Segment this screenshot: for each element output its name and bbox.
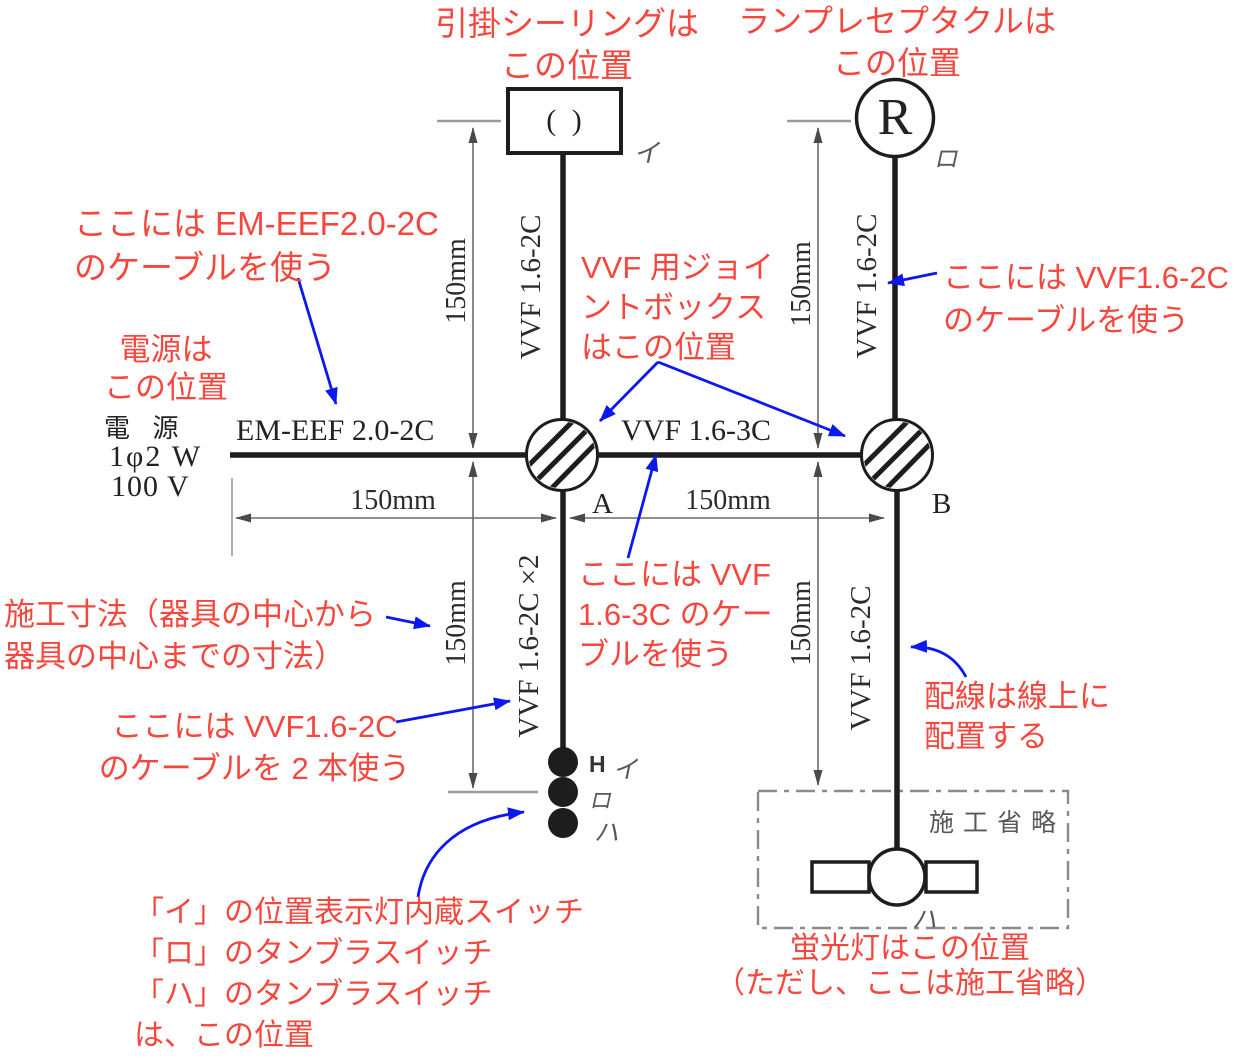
switch-group: [548, 747, 578, 838]
dim150-label-horizontal-right: 150mm: [685, 485, 771, 516]
note-power: 電源は この位置: [91, 331, 241, 407]
junction-a-label: A: [592, 488, 613, 520]
note-joint-box-line1: VVF 用ジョイ: [581, 250, 774, 285]
omitted-work-label: 施工省略: [929, 810, 1066, 837]
arrow-joint-box-b: [657, 360, 846, 438]
dim150-label-horizontal-left: 150mm: [350, 485, 436, 516]
arrow-vvf162-right: [887, 271, 938, 287]
vvf162-label-bottom-right: VVF 1.6-2C: [845, 585, 877, 731]
note-ceiling-line2: この位置: [501, 47, 633, 84]
junction-box-a: [525, 418, 599, 492]
vvf162-x2-label: VVF 1.6-2C ×2: [513, 554, 545, 738]
arrow-joint-box-a: [599, 361, 659, 422]
power-voltage-label: 100 V: [111, 470, 190, 503]
lamp-receptacle-symbol: [854, 77, 936, 159]
dimension-lines: [231, 119, 885, 794]
note-switches-line3: 「ハ」のタンブラスイッチ: [134, 978, 493, 1011]
omitted-work-box: [756, 789, 1070, 930]
note-wiring: 配線は線上に 配置する: [924, 677, 1110, 757]
note-wiring-line1: 配線は線上に: [924, 679, 1110, 714]
dim150-label-top-left: 150mm: [441, 238, 472, 324]
ceiling-rosette-symbol: [506, 87, 623, 155]
note-receptacle-line2: この位置: [832, 45, 961, 81]
note-vvf162-x2: ここには VVF1.6-2C のケーブルを 2 本使う: [82, 706, 427, 790]
fluorescent-body: [867, 847, 927, 907]
note-joint-box-line2: ントボックス: [581, 290, 767, 325]
note-vvf162-right-line1: ここには VVF1.6-2C: [943, 260, 1229, 295]
junction-box-b-hatch: [863, 421, 931, 489]
arrow-em-eef: [296, 277, 338, 405]
arrow-wiring-note: [910, 639, 968, 678]
arrow-vvf163: [626, 454, 659, 559]
arrow-dimension-note: [385, 615, 431, 630]
dim150-label-bottom-left: 150mm: [441, 580, 472, 666]
receptacle-r-glyph: R: [877, 89, 913, 146]
note-fluorescent: 蛍光灯はこの位置 （ただし、ここは施工省略）: [695, 931, 1125, 1001]
note-dimension-line1: 施工寸法（器具の中心から: [4, 597, 376, 632]
fluorescent-light-symbol: [810, 847, 979, 907]
note-ceiling: 引掛シーリングは この位置: [417, 3, 717, 87]
note-wiring-line2: 配置する: [924, 719, 1048, 754]
note-switches: 「イ」の位置表示灯内蔵スイッチ 「ロ」のタンブラスイッチ 「ハ」のタンブラスイッ…: [134, 892, 584, 1056]
vvf163-cable-label: VVF 1.6-3C: [621, 414, 772, 447]
power-source-label: 電 源: [104, 414, 187, 443]
dim150-label-top-right: 150mm: [786, 241, 817, 327]
note-em-eef-line2: のケーブルを使う: [74, 249, 337, 286]
note-vvf163-line1: ここには VVF: [578, 557, 771, 592]
junction-b-label: B: [932, 488, 952, 520]
vvf162-label-top-left: VVF 1.6-2C: [515, 214, 547, 360]
note-vvf162-right-line2: のケーブルを使う: [943, 303, 1190, 338]
note-receptacle-line1: ランプレセプタクルは: [737, 3, 1057, 39]
note-vvf162-right: ここには VVF1.6-2C のケーブルを使う: [943, 256, 1229, 342]
note-vvf163-line3: ブルを使う: [578, 637, 733, 672]
note-switches-line1: 「イ」の位置表示灯内蔵スイッチ: [134, 896, 584, 929]
switch-ro: [548, 777, 578, 807]
note-switches-line4: は、この位置: [134, 1019, 314, 1052]
note-vvf162-x2-line1: ここには VVF1.6-2C: [111, 709, 398, 744]
junction-box-b: [860, 418, 934, 492]
note-vvf162-x2-line2: のケーブルを 2 本使う: [98, 751, 411, 786]
note-dimension: 施工寸法（器具の中心から 器具の中心までの寸法）: [4, 594, 376, 678]
power-phase-label: 1φ2 W: [109, 440, 203, 473]
pilot-lamp-h-label: H: [589, 751, 606, 777]
note-fluorescent-line2: （ただし、ここは施工省略）: [715, 967, 1105, 1000]
note-em-eef: ここには EM-EEF2.0-2C のケーブルを使う: [74, 202, 439, 290]
note-em-eef-line1: ここには EM-EEF2.0-2C: [74, 205, 439, 242]
note-power-line2: この位置: [104, 370, 228, 405]
note-fluorescent-line1: 蛍光灯はこの位置: [790, 932, 1030, 965]
fluorescent-right-arm: [924, 860, 979, 894]
switch-ha: [548, 808, 578, 838]
em-eef-cable-label: EM-EEF 2.0-2C: [236, 414, 435, 447]
note-dimension-line2: 器具の中心までの寸法）: [4, 639, 345, 674]
rosette-glyph: ( ): [546, 104, 586, 137]
dim150-label-bottom-right: 150mm: [786, 580, 817, 666]
fluorescent-left-arm: [810, 860, 871, 894]
note-ceiling-line1: 引掛シーリングは: [435, 5, 699, 42]
note-switches-line2: 「ロ」のタンブラスイッチ: [134, 937, 493, 970]
cable-lines: [230, 153, 900, 851]
junction-box-a-hatch: [528, 421, 596, 489]
note-vvf163: ここには VVF 1.6-3C のケー ブルを使う: [578, 555, 773, 675]
switch-i-pilot: [548, 747, 578, 777]
vvf162-label-top-right: VVF 1.6-2C: [851, 213, 883, 359]
note-joint-box-line3: はこの位置: [581, 330, 736, 365]
note-joint-box: VVF 用ジョイ ントボックス はこの位置: [581, 248, 774, 368]
arrow-vvf162-x2: [395, 697, 511, 724]
note-vvf163-line2: 1.6-3C のケー: [578, 597, 773, 632]
note-power-line1: 電源は: [119, 332, 213, 367]
note-receptacle: ランプレセプタクルは この位置: [732, 0, 1062, 84]
arrow-switches: [416, 807, 525, 898]
annotation-arrows: [296, 271, 968, 898]
